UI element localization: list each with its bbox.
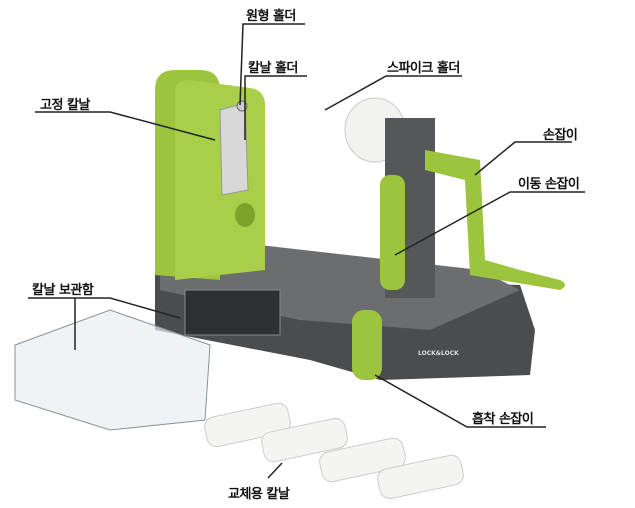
replacement-blade (204, 402, 291, 448)
leader-blade-holder (244, 75, 307, 140)
label-replacement-blades: 교체용 칼날 (228, 487, 290, 502)
replacement-blade (319, 437, 406, 483)
fixed-blade (219, 102, 249, 196)
label-handle: 손잡이 (543, 128, 578, 143)
leader-moving-handle (394, 191, 585, 256)
brand-logo: LOCK&LOCK (418, 350, 459, 357)
leader-round-holder (239, 23, 305, 106)
moving-handle (380, 175, 405, 290)
label-suction-handle: 흡착 손잡이 (472, 412, 534, 427)
leader-fixed-blade (35, 111, 216, 141)
replacement-blade (261, 417, 348, 463)
handle-arm (425, 150, 565, 290)
leader-blade-storage (28, 297, 181, 319)
replacement-blades (204, 402, 464, 500)
label-spike-holder: 스파이크 홀더 (387, 61, 460, 76)
leader-suction-handle (374, 374, 546, 428)
storage-slot (184, 289, 281, 336)
leader-replacement-blades (267, 462, 283, 479)
blade-storage-box (14, 309, 211, 431)
leader-spike-holder (324, 75, 462, 111)
suction-handle (352, 310, 382, 380)
panel-notch (235, 203, 255, 227)
leader-handle (474, 141, 572, 176)
label-round-holder: 원형 홀더 (246, 9, 296, 24)
label-fixed-blade: 고정 칼날 (40, 98, 90, 113)
label-blade-holder: 칼날 홀더 (248, 61, 298, 76)
label-moving-handle: 이동 손잡이 (518, 177, 580, 192)
replacement-blade (377, 454, 464, 500)
leader-lines (28, 23, 585, 479)
label-blade-storage: 칼날 보관함 (32, 283, 94, 298)
